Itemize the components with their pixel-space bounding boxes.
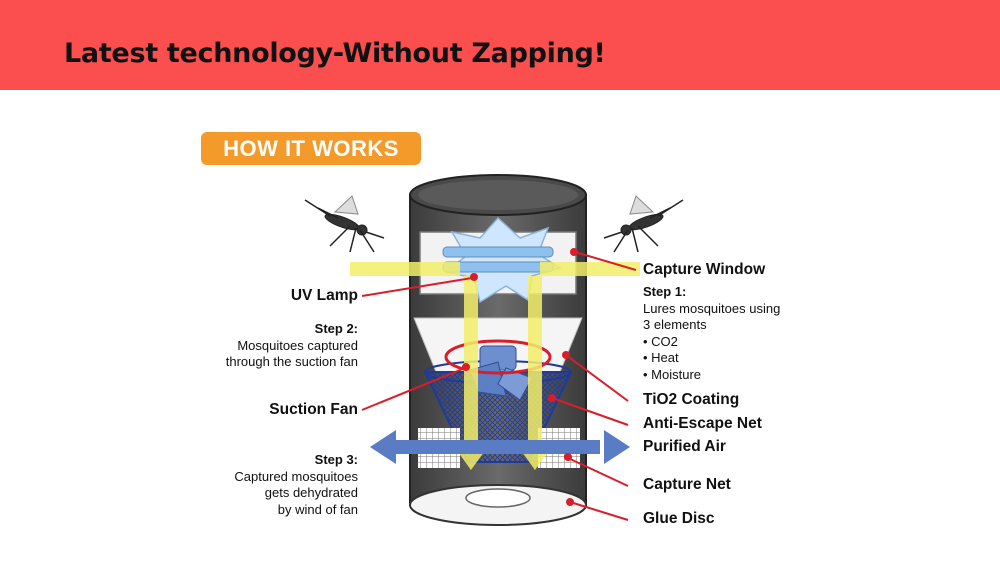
leader-suction-fan — [361, 367, 466, 411]
uv-tube-top — [442, 246, 554, 258]
step1-title: Step 1: — [643, 284, 687, 299]
step3-title: Step 3: — [314, 452, 358, 467]
how-it-works-badge: HOW IT WORKS — [201, 132, 421, 165]
mosquito-icon-left — [304, 195, 385, 253]
label-capture-net: Capture Net — [643, 476, 731, 493]
label-purified-air: Purified Air — [643, 438, 726, 455]
page-title: Latest technology-Without Zapping! — [64, 38, 606, 69]
mosquito-icon-right — [603, 195, 684, 253]
step2-title: Step 2: — [314, 321, 358, 336]
light-beams — [350, 262, 640, 470]
step1-line-2: 3 elements — [643, 317, 707, 332]
suction-fan-shape — [444, 339, 552, 401]
label-capture-window: Capture Window — [643, 261, 766, 278]
uv-glow — [444, 216, 562, 304]
step2-line-1: Mosquitoes captured — [237, 337, 358, 353]
step3-line-1: Captured mosquitoes — [234, 468, 358, 484]
step1-line-3: • CO2 — [643, 333, 678, 349]
leader-anti-escape — [551, 397, 629, 426]
leader-capture-net — [567, 457, 629, 487]
step1-line-5: • Moisture — [643, 366, 702, 382]
leader-tio2 — [565, 354, 629, 402]
header-banner — [0, 0, 1000, 90]
step3-line-3: by wind of fan — [277, 501, 358, 517]
leader-uv-lamp — [361, 277, 473, 297]
label-tio2-coating: TiO2 Coating — [643, 391, 740, 408]
label-suction-fan: Suction Fan — [269, 401, 358, 418]
step3-block: Step 3: Captured mosquitoes gets dehydra… — [168, 452, 358, 518]
label-glue-disc: Glue Disc — [643, 510, 715, 527]
step2-block: Step 2: Mosquitoes captured through the … — [168, 321, 358, 371]
step1-line-1: Lures mosquitoes using — [643, 300, 781, 316]
step2-line-2: through the suction fan — [225, 354, 358, 369]
leader-lines — [361, 248, 637, 521]
step1-block: Step 1: Lures mosquitoes using 3 element… — [643, 284, 780, 383]
leader-glue-disc — [569, 501, 629, 521]
glue-disc-shape — [465, 488, 531, 508]
purified-air-arrow — [370, 430, 630, 464]
label-anti-escape-net: Anti-Escape Net — [643, 415, 762, 432]
step3-line-2: gets dehydrated — [264, 485, 358, 500]
leader-capture-window — [574, 251, 637, 271]
label-uv-lamp: UV Lamp — [290, 287, 358, 304]
step1-line-4: • Heat — [643, 350, 679, 365]
